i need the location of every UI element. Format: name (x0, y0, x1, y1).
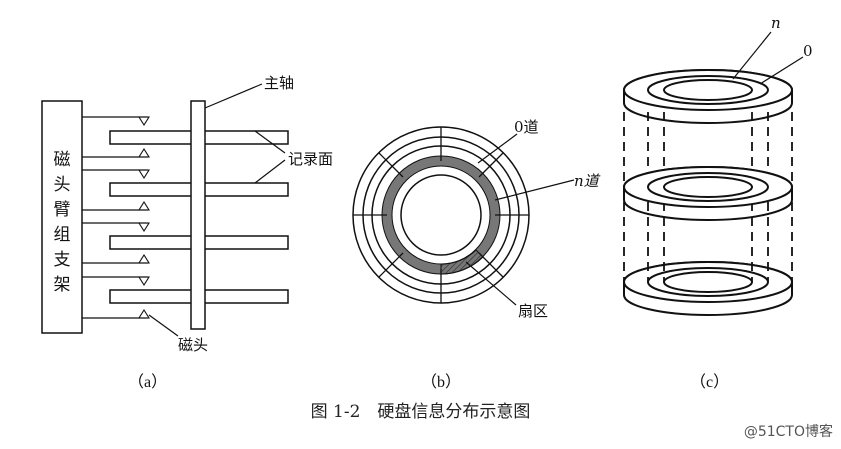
head-arms (82, 116, 148, 319)
sector-hatched (440, 249, 484, 275)
head-leader (148, 314, 179, 337)
surface-leader (254, 159, 286, 184)
sector-leader (465, 261, 517, 306)
cylinder-disk-top (623, 69, 793, 124)
sub-label-a: （a） (128, 374, 168, 391)
spindle (190, 100, 206, 330)
disk-hub (400, 174, 482, 256)
track-n-label: n道 (574, 172, 599, 190)
cylinder-disk-bottom (623, 261, 793, 316)
head-arm-frame (41, 100, 83, 334)
arm-label: 磁 头 臂 组 支 架 (52, 148, 72, 298)
cylinder-n-label: n (771, 14, 781, 32)
sector-label: 扇区 (518, 302, 549, 320)
arm-char: 支 (53, 250, 71, 270)
arm-char: 磁 (53, 150, 71, 170)
cylinder-zero-label: 0 (803, 42, 813, 60)
arm-char: 臂 (53, 200, 71, 220)
zero-leader (759, 56, 804, 85)
sub-label-c: （c） (690, 374, 730, 391)
arm-char: 架 (53, 275, 71, 295)
cylinder-disk-middle (623, 166, 793, 221)
spindle-label: 主轴 (264, 74, 295, 92)
watermark: @51CTO博客 (743, 424, 833, 440)
sub-label-b: （b） (421, 374, 462, 391)
cylinder-dashes (623, 112, 793, 282)
magnetic-heads (138, 116, 150, 319)
track0-leader (477, 133, 518, 164)
panel-c (623, 31, 804, 316)
figure-caption: 图 1-2 硬盘信息分布示意图 (310, 402, 531, 422)
panel-a (41, 83, 289, 337)
arm-char: 头 (53, 175, 71, 195)
arm-char: 组 (53, 225, 71, 245)
spindle-leader (204, 83, 263, 109)
trackn-leader (494, 179, 575, 201)
head-label: 磁头 (178, 336, 209, 354)
panel-b (352, 126, 575, 306)
surface-leader (254, 130, 286, 154)
track-0-label: 0道 (514, 118, 539, 136)
n-leader (732, 31, 772, 80)
recording-surface-label: 记录面 (288, 150, 334, 168)
